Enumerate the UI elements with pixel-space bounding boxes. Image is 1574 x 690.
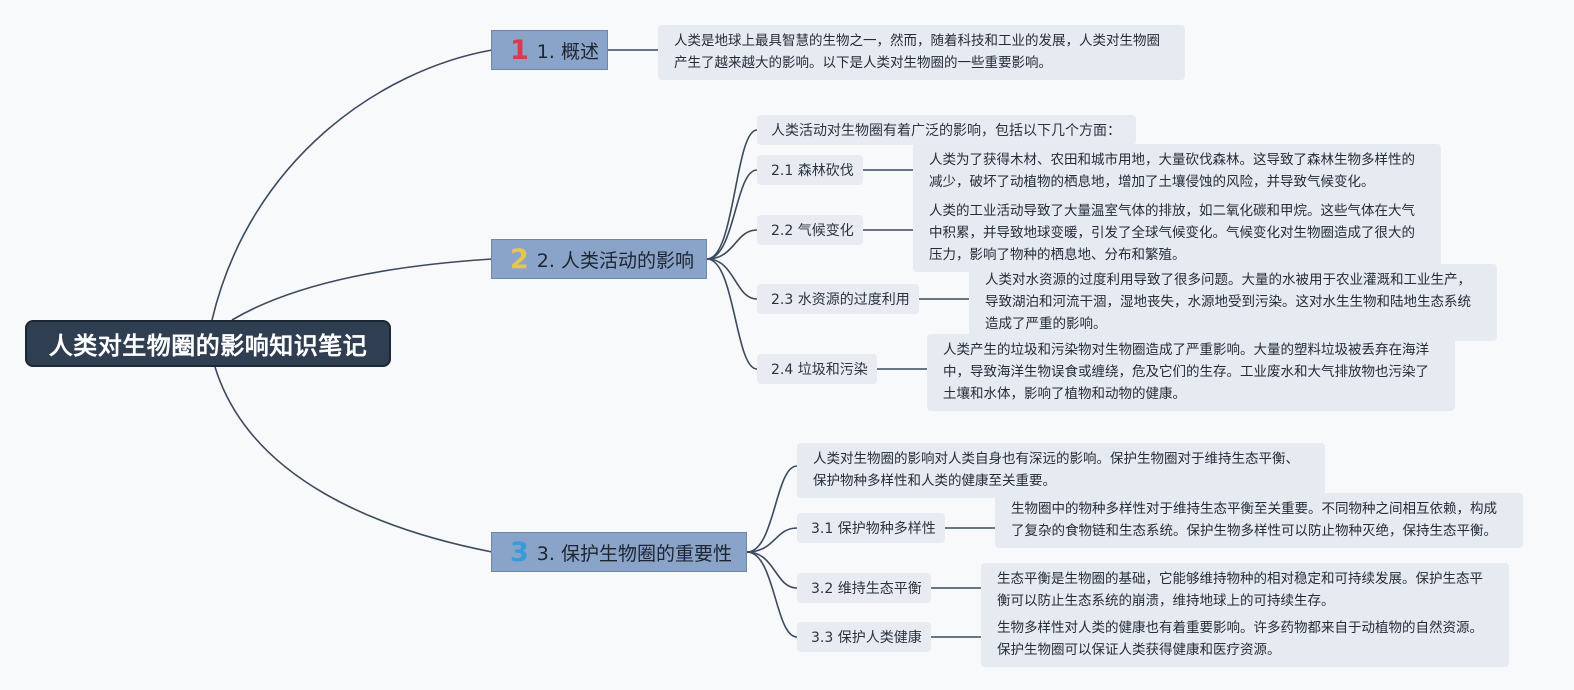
topic-title: 2. 人类活动的影响 bbox=[536, 249, 694, 272]
root-topic[interactable]: 人类对生物圈的影响知识笔记 bbox=[25, 320, 391, 367]
link-s2-intro bbox=[706, 129, 758, 260]
link-root-s3 bbox=[214, 366, 493, 553]
link-s3-intro bbox=[746, 465, 798, 553]
note-text: 人类对水资源的过度利用导致了很多问题。大量的水被用于农业灌溉和工业生产，导致湖泊… bbox=[985, 272, 1471, 332]
note-text: 生态平衡是生物圈的基础，它能够维持物种的相对稳定和可持续发展。保护生态平衡可以防… bbox=[997, 571, 1483, 609]
subtopic-activity-intro[interactable]: 人类活动对生物圈有着广泛的影响，包括以下几个方面： bbox=[757, 115, 1136, 145]
subtopic-human-health[interactable]: 3.3 保护人类健康 bbox=[797, 622, 931, 652]
link-root-s1 bbox=[211, 49, 493, 321]
link-s3-3 bbox=[746, 551, 798, 638]
root-title: 人类对生物圈的影响知识笔记 bbox=[48, 332, 368, 360]
subtopic-waste-pollution[interactable]: 2.4 垃圾和污染 bbox=[757, 354, 877, 384]
subtopic-label: 2.3 水资源的过度利用 bbox=[771, 292, 910, 308]
topic-human-activity[interactable]: 2 2. 人类活动的影响 bbox=[491, 239, 707, 279]
subtopic-species-diversity[interactable]: 3.1 保护物种多样性 bbox=[797, 513, 945, 543]
note-waste-pollution: 人类产生的垃圾和污染物对生物圈造成了严重影响。大量的塑料垃圾被丢弃在海洋中，导致… bbox=[927, 334, 1455, 411]
note-text: 人类是地球上最具智慧的生物之一，然而，随着科技和工业的发展，人类对生物圈产生了越… bbox=[674, 33, 1160, 71]
note-climate-change: 人类的工业活动导致了大量温室气体的排放，如二氧化碳和甲烷。这些气体在大气中积累，… bbox=[913, 195, 1441, 272]
note-water-overuse: 人类对水资源的过度利用导致了很多问题。大量的水被用于农业灌溉和工业生产，导致湖泊… bbox=[969, 264, 1497, 341]
number-3-icon: 3 bbox=[510, 536, 529, 568]
subtopic-climate-change[interactable]: 2.2 气候变化 bbox=[757, 215, 863, 245]
topic-title: 3. 保护生物圈的重要性 bbox=[536, 542, 732, 565]
link-s2-2 bbox=[706, 229, 758, 260]
link-root-s2 bbox=[231, 258, 493, 321]
subtopic-label: 3.3 保护人类健康 bbox=[811, 630, 922, 646]
subtopic-label: 3.2 维持生态平衡 bbox=[811, 581, 922, 597]
link-s2-4 bbox=[706, 258, 758, 370]
topic-protect-biosphere[interactable]: 3 3. 保护生物圈的重要性 bbox=[491, 532, 747, 572]
number-2-icon: 2 bbox=[510, 243, 529, 275]
note-text: 人类对生物圈的影响对人类自身也有深远的影响。保护生物圈对于维持生态平衡、保护物种… bbox=[813, 451, 1299, 489]
note-text: 人类为了获得木材、农田和城市用地，大量砍伐森林。这导致了森林生物多样性的减少，破… bbox=[929, 152, 1415, 190]
note-ecological-balance: 生态平衡是生物圈的基础，它能够维持物种的相对稳定和可持续发展。保护生态平衡可以防… bbox=[981, 563, 1509, 618]
subtopic-label: 2.1 森林砍伐 bbox=[771, 163, 854, 179]
subtopic-label: 3.1 保护物种多样性 bbox=[811, 521, 936, 537]
note-species-diversity: 生物圈中的物种多样性对于维持生态平衡至关重要。不同物种之间相互依赖，构成了复杂的… bbox=[995, 493, 1523, 548]
note-text: 人类的工业活动导致了大量温室气体的排放，如二氧化碳和甲烷。这些气体在大气中积累，… bbox=[929, 203, 1415, 263]
number-1-icon: 1 bbox=[510, 34, 529, 66]
note-human-health: 生物多样性对人类的健康也有着重要影响。许多药物都来自于动植物的自然资源。保护生物… bbox=[981, 612, 1509, 667]
note-protect-intro: 人类对生物圈的影响对人类自身也有深远的影响。保护生物圈对于维持生态平衡、保护物种… bbox=[797, 443, 1325, 498]
subtopic-label: 2.4 垃圾和污染 bbox=[771, 362, 868, 378]
note-overview: 人类是地球上最具智慧的生物之一，然而，随着科技和工业的发展，人类对生物圈产生了越… bbox=[658, 25, 1185, 80]
subtopic-water-overuse[interactable]: 2.3 水资源的过度利用 bbox=[757, 284, 919, 314]
subtopic-label: 2.2 气候变化 bbox=[771, 223, 854, 239]
subtopic-deforestation[interactable]: 2.1 森林砍伐 bbox=[757, 155, 863, 185]
subtopic-label: 人类活动对生物圈有着广泛的影响，包括以下几个方面： bbox=[771, 123, 1121, 139]
subtopic-ecological-balance[interactable]: 3.2 维持生态平衡 bbox=[797, 573, 931, 603]
note-text: 生物圈中的物种多样性对于维持生态平衡至关重要。不同物种之间相互依赖，构成了复杂的… bbox=[1011, 501, 1497, 539]
topic-overview[interactable]: 1 1. 概述 bbox=[491, 30, 608, 70]
link-s3-1 bbox=[746, 527, 798, 553]
note-deforestation: 人类为了获得木材、农田和城市用地，大量砍伐森林。这导致了森林生物多样性的减少，破… bbox=[913, 144, 1441, 199]
note-text: 生物多样性对人类的健康也有着重要影响。许多药物都来自于动植物的自然资源。保护生物… bbox=[997, 620, 1483, 658]
link-s3-2 bbox=[746, 551, 798, 589]
link-s2-1 bbox=[706, 169, 758, 260]
note-text: 人类产生的垃圾和污染物对生物圈造成了严重影响。大量的塑料垃圾被丢弃在海洋中，导致… bbox=[943, 342, 1429, 402]
topic-title: 1. 概述 bbox=[536, 40, 599, 63]
link-s2-3 bbox=[706, 258, 758, 300]
